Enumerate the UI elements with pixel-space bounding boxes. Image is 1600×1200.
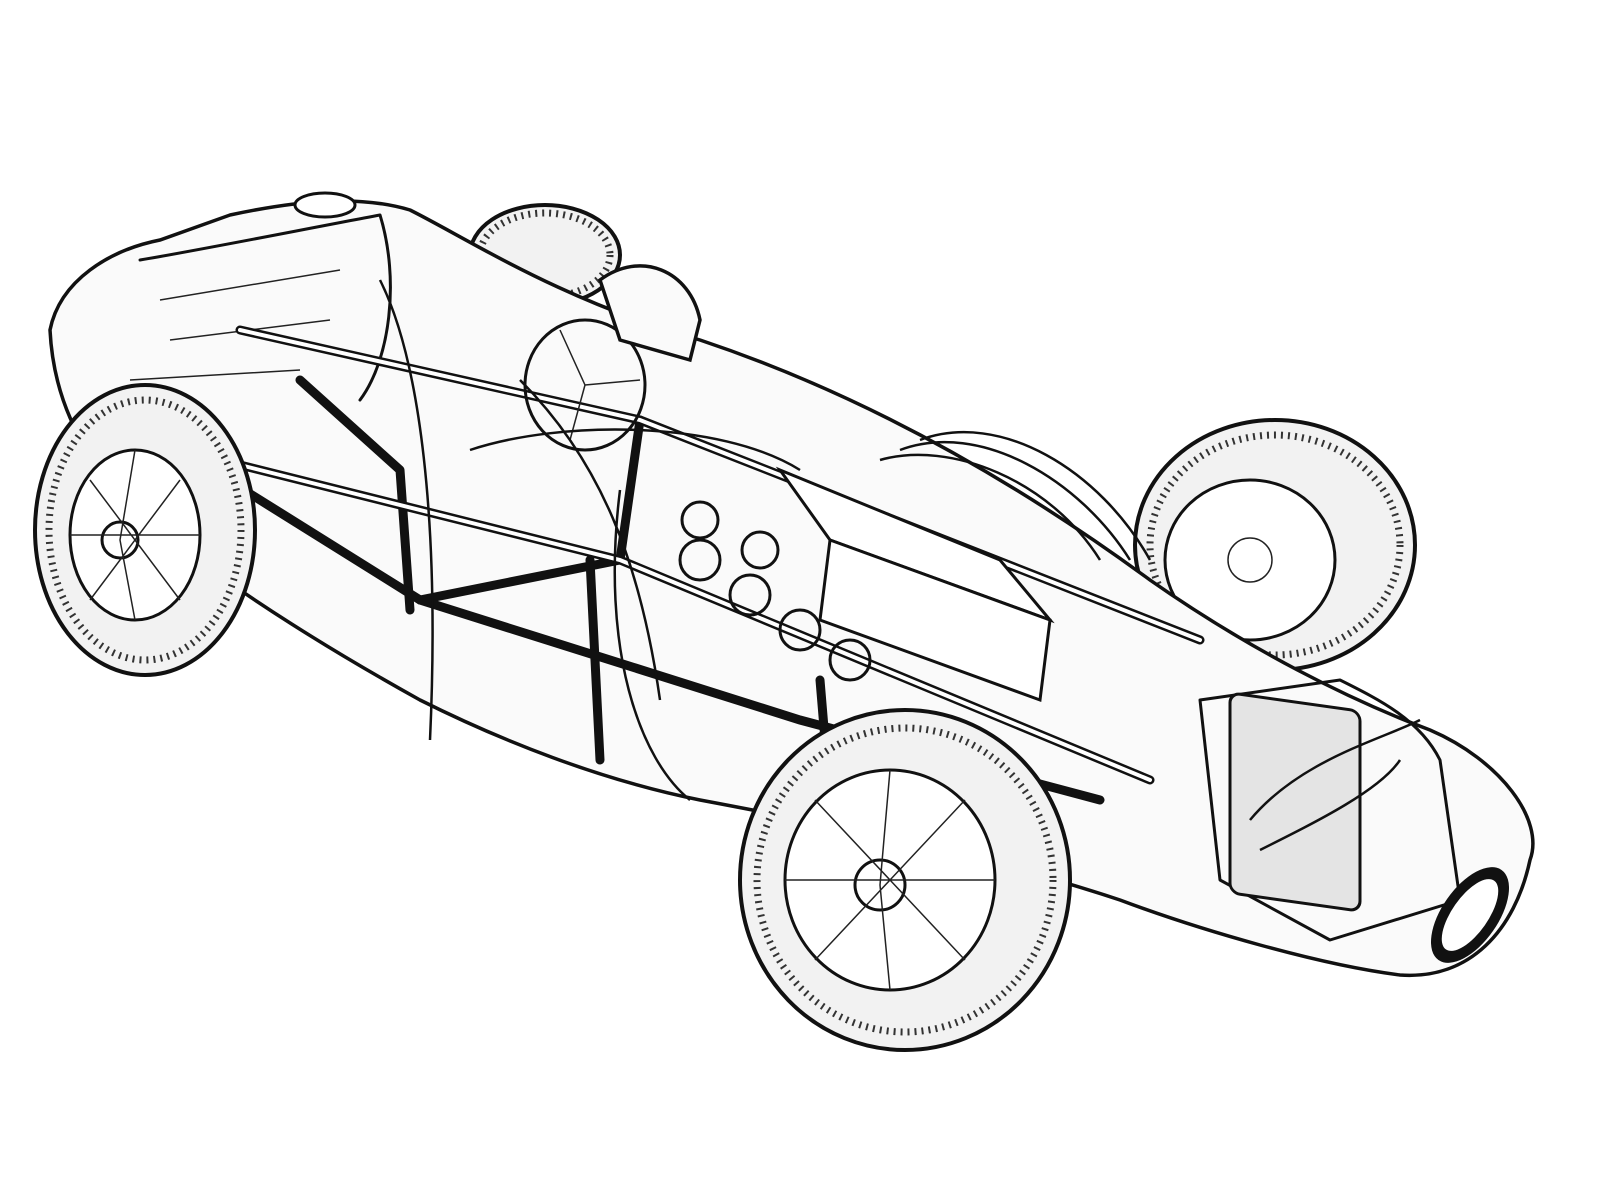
body-shell: [48, 199, 1535, 978]
nose-cone: [1198, 678, 1510, 963]
engine: [678, 430, 1152, 703]
front-left-wheel: [738, 708, 1072, 1052]
steering-wheel: [523, 264, 702, 452]
filler-cap: [293, 191, 357, 219]
radiator-grille: [1228, 692, 1362, 912]
front-right-wheel: [1133, 418, 1417, 672]
rear-left-wheel: [33, 383, 257, 677]
piping: [378, 279, 801, 801]
